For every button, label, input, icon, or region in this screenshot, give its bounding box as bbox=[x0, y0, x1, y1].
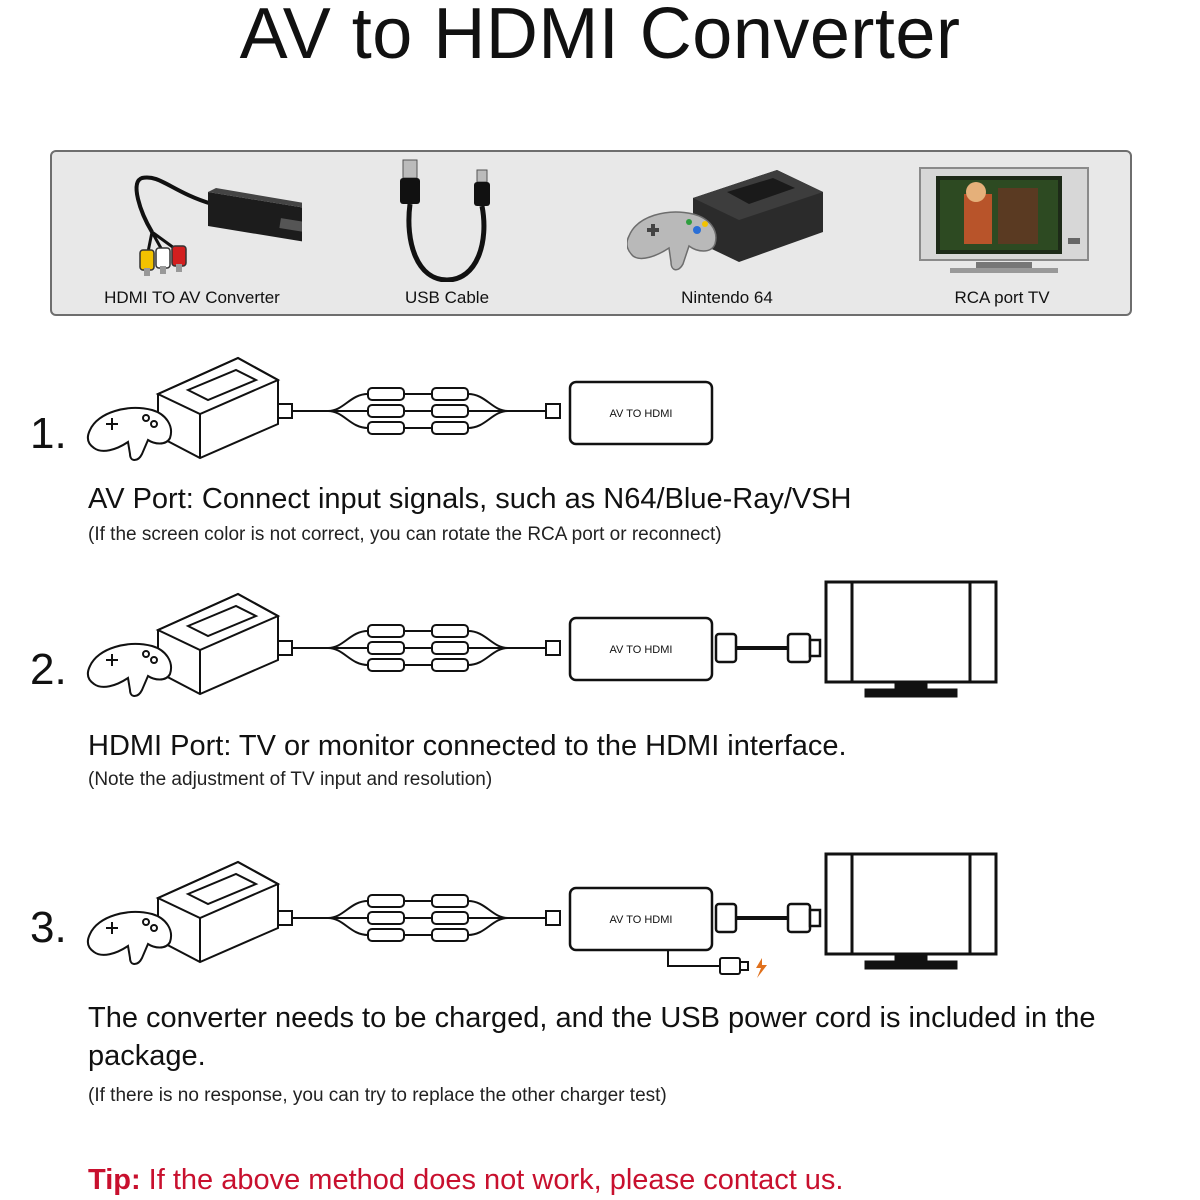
rca-cable-icon bbox=[277, 624, 561, 672]
component-tv: RCA port TV bbox=[910, 152, 1094, 314]
converter-box-label: AV TO HDMI bbox=[610, 914, 673, 926]
converter-box-label: AV TO HDMI bbox=[610, 408, 673, 420]
step-title: HDMI Port: TV or monitor connected to th… bbox=[88, 730, 847, 762]
step-note: (Note the adjustment of TV input and res… bbox=[88, 769, 493, 790]
game-console-icon bbox=[627, 170, 823, 271]
step-note: (If the screen color is not correct, you… bbox=[88, 524, 722, 545]
converter-cable-icon bbox=[134, 175, 302, 276]
hdmi-cable-icon bbox=[714, 902, 822, 934]
console-outline-icon bbox=[86, 592, 281, 697]
step-number: 2. bbox=[30, 645, 67, 694]
step-2-diagram: AV TO HDMI bbox=[86, 580, 998, 698]
step-title: AV Port: Connect input signals, such as … bbox=[88, 483, 852, 515]
converter-box bbox=[568, 380, 714, 446]
tip-line: Tip: If the above method does not work, … bbox=[88, 1162, 844, 1198]
crt-tv-icon bbox=[919, 167, 1089, 273]
tip-text: If the above method does not work, pleas… bbox=[140, 1164, 844, 1196]
component-console: Nintendo 64 bbox=[627, 152, 827, 314]
step-1-diagram: AV TO HDMI bbox=[86, 356, 714, 461]
usb-power-cable-icon bbox=[667, 950, 749, 975]
converter-box-label: AV TO HDMI bbox=[610, 644, 673, 656]
console-outline-icon bbox=[86, 356, 281, 461]
step-3-diagram: AV TO HDMI bbox=[86, 852, 998, 978]
step-number: 3. bbox=[30, 903, 67, 952]
converter-box bbox=[568, 886, 714, 952]
components-panel: HDMI TO AV Converter USB Cable Nintendo … bbox=[50, 150, 1132, 316]
step-title-continued: package. bbox=[88, 1040, 206, 1072]
tv-outline-icon bbox=[824, 580, 998, 698]
rca-cable-icon bbox=[277, 387, 561, 435]
page-title: AV to HDMI Converter bbox=[239, 0, 961, 74]
tip-label: Tip: bbox=[88, 1164, 141, 1196]
component-label: Nintendo 64 bbox=[681, 288, 773, 307]
tv-outline-icon bbox=[824, 852, 998, 970]
step-note: (If there is no response, you can try to… bbox=[88, 1085, 667, 1106]
console-outline-icon bbox=[86, 860, 281, 965]
component-label: HDMI TO AV Converter bbox=[104, 288, 280, 307]
component-usb-cable: USB Cable bbox=[377, 152, 517, 314]
converter-box bbox=[568, 616, 714, 682]
usb-cable-icon bbox=[400, 159, 490, 282]
hdmi-cable-icon bbox=[714, 632, 822, 664]
component-label: RCA port TV bbox=[954, 288, 1050, 307]
component-converter: HDMI TO AV Converter bbox=[82, 152, 302, 314]
step-title: The converter needs to be charged, and t… bbox=[88, 1002, 1096, 1034]
rca-cable-icon bbox=[277, 894, 561, 942]
component-label: USB Cable bbox=[404, 288, 490, 307]
step-number: 1. bbox=[30, 409, 67, 458]
lightning-icon bbox=[756, 958, 767, 978]
